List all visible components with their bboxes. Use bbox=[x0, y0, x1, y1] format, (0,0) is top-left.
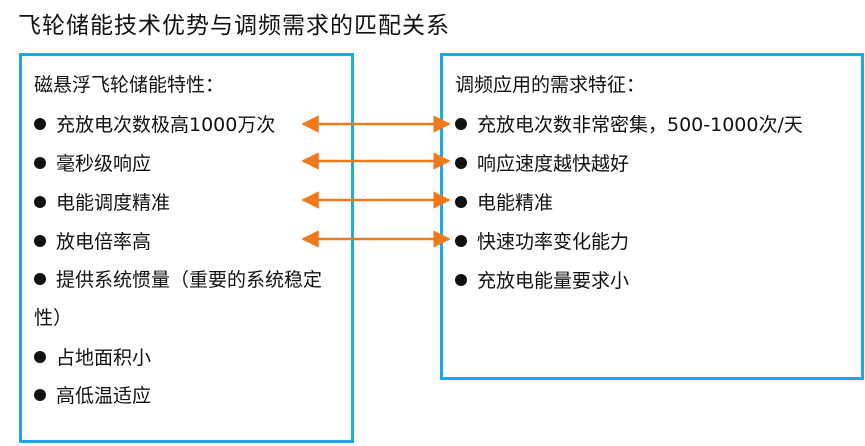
left-item-temperature: 高低温适应 bbox=[34, 385, 151, 407]
right-item-power-change: 快速功率变化能力 bbox=[455, 231, 629, 253]
left-item-inertia: 提供系统惯量（重要的系统稳定性） bbox=[34, 269, 323, 329]
left-item-response: 毫秒级响应 bbox=[34, 153, 151, 175]
diagram-title: 飞轮储能技术优势与调频需求的匹配关系 bbox=[18, 13, 450, 39]
right-panel-heading: 调频应用的需求特征： bbox=[455, 74, 646, 96]
left-item-cycles: 充放电次数极高1000万次 bbox=[34, 114, 275, 136]
bullet-icon bbox=[34, 389, 46, 401]
right-panel: 调频应用的需求特征： 充放电次数非常密集，500-1000次/天 响应速度越快越… bbox=[440, 53, 864, 380]
left-item-dispatch: 电能调度精准 bbox=[34, 192, 170, 214]
bullet-icon bbox=[34, 118, 46, 130]
bullet-icon bbox=[455, 157, 467, 169]
left-item-discharge-rate: 放电倍率高 bbox=[34, 231, 151, 253]
left-panel-heading: 磁悬浮飞轮储能特性： bbox=[34, 74, 225, 96]
bullet-icon bbox=[455, 118, 467, 130]
right-item-energy: 充放电能量要求小 bbox=[455, 270, 629, 292]
bullet-icon bbox=[34, 196, 46, 208]
bullet-icon bbox=[455, 274, 467, 286]
right-item-cycles: 充放电次数非常密集，500-1000次/天 bbox=[455, 114, 803, 136]
right-item-precision: 电能精准 bbox=[455, 192, 553, 214]
bullet-icon bbox=[34, 235, 46, 247]
bullet-icon bbox=[455, 196, 467, 208]
left-item-footprint: 占地面积小 bbox=[34, 347, 151, 369]
bullet-icon bbox=[455, 235, 467, 247]
bullet-icon bbox=[34, 157, 46, 169]
right-item-response: 响应速度越快越好 bbox=[455, 153, 629, 175]
bullet-icon bbox=[34, 273, 46, 285]
bullet-icon bbox=[34, 351, 46, 363]
left-panel: 磁悬浮飞轮储能特性： 充放电次数极高1000万次 毫秒级响应 电能调度精准 放电… bbox=[19, 53, 354, 443]
